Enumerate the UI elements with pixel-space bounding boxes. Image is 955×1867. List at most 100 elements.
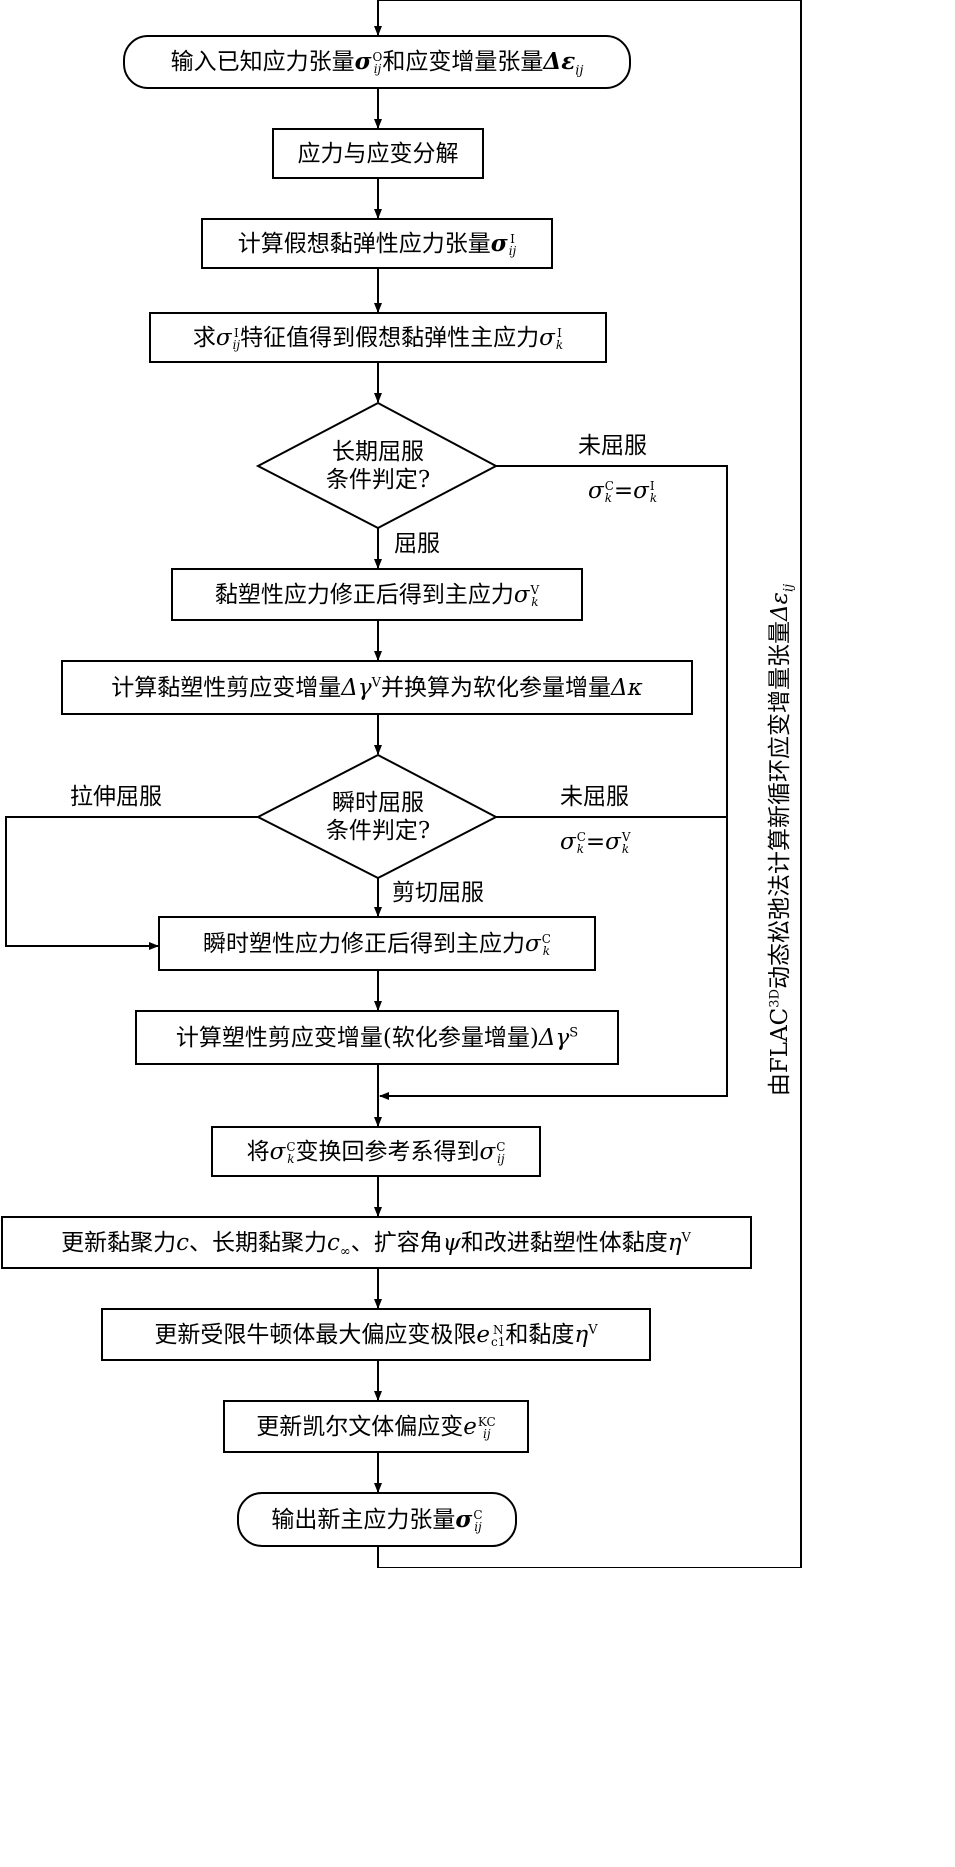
subscript: ij [575, 63, 584, 79]
process-box [149, 312, 607, 363]
strain-symbol: e [476, 1322, 491, 1348]
superscript: V [588, 1322, 598, 1338]
node-text: 和改进黏塑性体黏度 [460, 1230, 668, 1256]
node-text: 更新黏聚力 [61, 1230, 177, 1256]
stress-symbol: σ [269, 1139, 286, 1165]
subscript: ij [483, 1427, 491, 1441]
subscript: k [576, 842, 584, 856]
long-term-cohesion-symbol: c [326, 1230, 340, 1256]
equals: = [585, 829, 606, 855]
shear-strain-symbol: Δγ [538, 1025, 570, 1051]
superscript: 3D [767, 989, 783, 1008]
node-text: 、扩容角 [350, 1230, 443, 1256]
node-text: 将 [246, 1139, 270, 1165]
decompose-node: 应力与应变分解 [298, 140, 459, 168]
subscript: ij [232, 338, 241, 352]
label-tension-yield: 拉伸屈服 [70, 784, 162, 810]
superscript: S [569, 1025, 579, 1041]
label-shear-yield: 剪切屈服 [392, 880, 484, 906]
superscript: C [576, 830, 586, 844]
loop-back-line [377, 0, 802, 1568]
node-text: 变换回参考系得到 [295, 1139, 480, 1165]
node-text: 输出新主应力张量 [271, 1507, 456, 1533]
subscript: ij [781, 583, 797, 593]
subscript: ij [497, 1152, 505, 1166]
superscript: V [681, 1230, 691, 1246]
superscript: V [621, 830, 631, 844]
superscript: I [510, 232, 515, 246]
process-box [223, 1400, 529, 1453]
subscript: k [542, 944, 550, 958]
label-not-yielded-1: 未屈服 [578, 433, 647, 459]
loop-text: 由FLAC [767, 1007, 793, 1097]
flowchart-canvas [1, 0, 802, 1568]
dilation-angle-symbol: ψ [442, 1230, 461, 1256]
node-text: 黏塑性应力修正后得到主应力 [214, 582, 514, 608]
decision-text: 长期屈服 [332, 439, 424, 465]
node-text: 和应变增量张量 [382, 49, 544, 75]
subscript: k [287, 1152, 295, 1166]
process-box [211, 1126, 541, 1177]
process-box [158, 916, 596, 971]
node-text: 更新凯尔文体偏应变 [256, 1414, 464, 1440]
start-terminal [123, 35, 631, 89]
node-text: 计算黏塑性剪应变增量 [111, 675, 342, 701]
subscript: k [649, 491, 658, 505]
superscript: KC [477, 1415, 496, 1429]
stress-symbol: σ [215, 325, 232, 351]
softening-parameter-symbol: Δκ [611, 675, 643, 701]
viscoplastic-shear-strain-node: 计算黏塑性剪应变增量ΔγV并换算为软化参量增量Δκ [111, 674, 642, 702]
process-box [1, 1216, 752, 1269]
superscript: C [496, 1140, 506, 1154]
node-text: 更新受限牛顿体最大偏应变极限 [154, 1322, 477, 1348]
subscript: ∞ [339, 1244, 351, 1260]
process-box [135, 1010, 619, 1065]
subscript: k [531, 595, 539, 609]
loop-text: 动态松弛法计算新循环应变增量张量 [767, 621, 793, 989]
stress-symbol: σ [560, 829, 576, 855]
bypass-line-long-term [379, 465, 728, 1100]
stress-symbol: σ [455, 1506, 473, 1533]
label-not-yielded-2: 未屈服 [560, 784, 629, 810]
node-text: 求 [192, 325, 216, 351]
loop-label-flac3d: 由FLAC3D动态松弛法计算新循环应变增量张量Δεij [760, 583, 797, 1097]
viscosity-symbol: η [574, 1322, 589, 1348]
decision-text: 条件判定? [325, 467, 431, 493]
node-text: 应力与应变分解 [297, 141, 459, 167]
stress-symbol: σ [525, 931, 541, 957]
instant-yield-decision: 瞬时屈服 条件判定? [326, 789, 430, 845]
subscript: ij [474, 1520, 482, 1534]
superscript: C [473, 1508, 483, 1522]
stress-symbol: σ [633, 478, 649, 504]
superscript: C [541, 932, 551, 946]
stress-symbol: σ [513, 582, 530, 608]
process-box [201, 218, 553, 269]
viscosity-symbol: η [667, 1230, 682, 1256]
stress-symbol: σ [354, 48, 372, 75]
shear-strain-symbol: Δγ [341, 675, 372, 701]
strain-increment-symbol: Δε [543, 48, 576, 75]
decision-text: 条件判定? [325, 818, 431, 844]
node-text: 、长期黏聚力 [188, 1230, 327, 1256]
process-box [101, 1308, 651, 1361]
stress-symbol: σ [605, 829, 621, 855]
node-text: 特征值得到假想黏弹性主应力 [240, 325, 540, 351]
process-box [61, 660, 693, 715]
subscript: c1 [491, 1335, 506, 1349]
subscript: k [621, 842, 630, 856]
node-text: 计算塑性剪应变增量(软化参量增量) [175, 1025, 539, 1051]
long-term-yield-decision: 长期屈服 条件判定? [326, 438, 430, 494]
strain-increment-symbol: Δε [767, 592, 793, 621]
superscript: N [492, 1323, 504, 1337]
node-text: 和黏度 [505, 1322, 575, 1348]
stress-symbol: σ [588, 478, 604, 504]
tension-yield-line [5, 816, 258, 950]
